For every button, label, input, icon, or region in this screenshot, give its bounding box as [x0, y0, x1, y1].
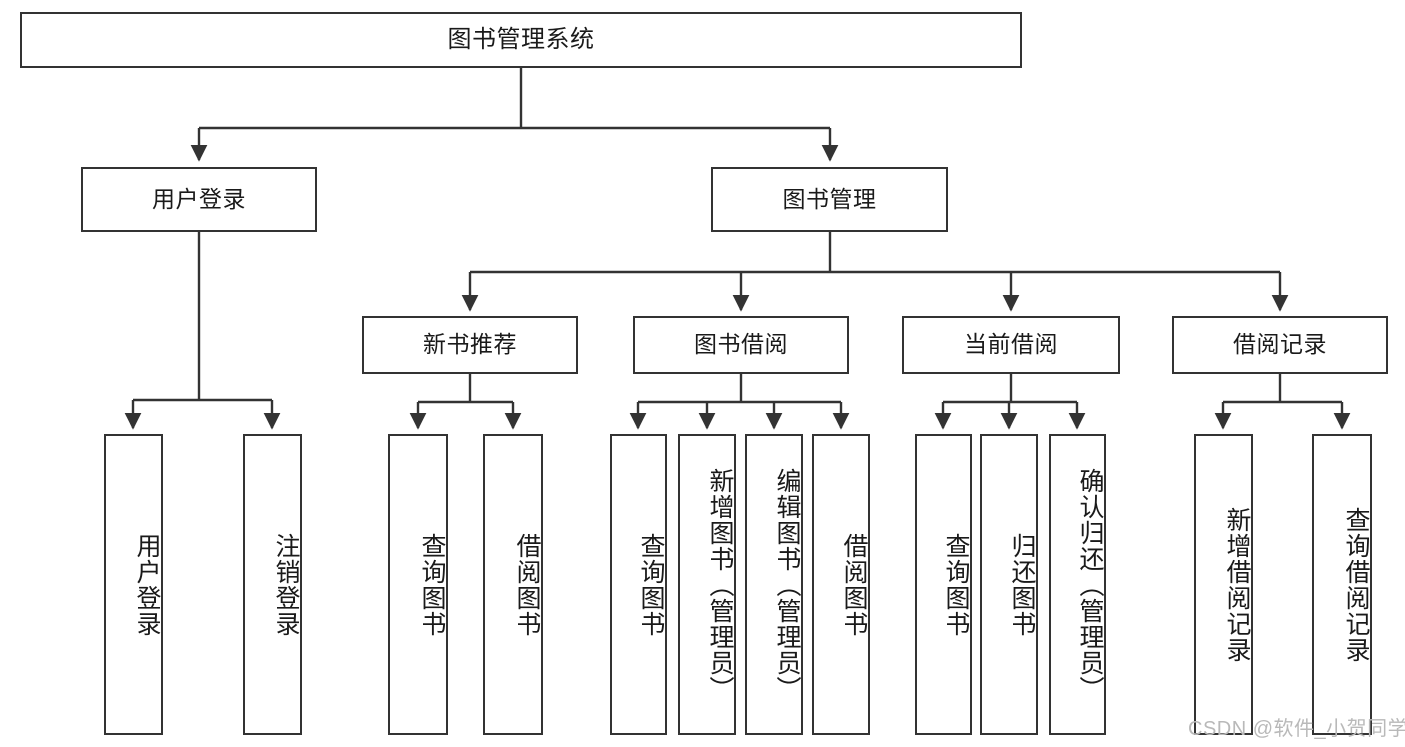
leaf-record-query-record[interactable]: 查询借阅记录: [1312, 434, 1372, 735]
node-label: 当前借阅: [964, 331, 1058, 358]
node-label: 图书借阅: [694, 331, 788, 358]
node-label: 查询图书: [942, 532, 970, 637]
leaf-borrow-borrow-book[interactable]: 借阅图书: [812, 434, 870, 735]
node-user-login[interactable]: 用户登录: [81, 167, 317, 232]
node-label: 借阅图书: [840, 532, 868, 637]
leaf-borrow-query-book[interactable]: 查询图书: [610, 434, 667, 735]
node-label: 注销登录: [272, 532, 300, 637]
node-label: 图书管理: [782, 185, 877, 212]
node-label: 归还图书: [1008, 532, 1036, 637]
leaf-user-login-logout[interactable]: 注销登录: [243, 434, 302, 735]
node-label: 查询图书: [418, 532, 446, 637]
node-book-management[interactable]: 图书管理: [711, 167, 948, 232]
node-label: 借阅记录: [1233, 331, 1327, 358]
node-label: 确认归还（管理员）: [1076, 467, 1104, 702]
leaf-record-add-record[interactable]: 新增借阅记录: [1194, 434, 1253, 735]
node-label: 查询借阅记录: [1342, 506, 1370, 663]
node-label: 借阅图书: [513, 532, 541, 637]
leaf-current-query-book[interactable]: 查询图书: [915, 434, 972, 735]
leaf-borrow-edit-book-admin[interactable]: 编辑图书（管理员）: [745, 434, 803, 735]
leaf-borrow-add-book-admin[interactable]: 新增图书（管理员）: [678, 434, 736, 735]
watermark: CSDN @软件_小贺同学: [1188, 718, 1405, 740]
node-label: 编辑图书（管理员）: [773, 467, 801, 702]
node-borrow-record[interactable]: 借阅记录: [1172, 316, 1388, 374]
leaf-user-login-login[interactable]: 用户登录: [104, 434, 163, 735]
node-label: 用户登录: [133, 532, 161, 637]
node-label: 新书推荐: [423, 331, 517, 358]
node-label: 用户登录: [152, 185, 246, 212]
node-root-system[interactable]: 图书管理系统: [20, 12, 1022, 68]
leaf-current-return-book[interactable]: 归还图书: [980, 434, 1038, 735]
node-label: 新增借阅记录: [1223, 506, 1251, 663]
node-label: 新增图书（管理员）: [706, 467, 734, 702]
leaf-current-confirm-return-admin[interactable]: 确认归还（管理员）: [1049, 434, 1106, 735]
node-label: 图书管理系统: [447, 25, 595, 53]
node-label: 查询图书: [637, 532, 665, 637]
leaf-recommend-query-book[interactable]: 查询图书: [388, 434, 448, 735]
leaf-recommend-borrow-book[interactable]: 借阅图书: [483, 434, 543, 735]
node-new-book-recommend[interactable]: 新书推荐: [362, 316, 578, 374]
node-book-borrow[interactable]: 图书借阅: [633, 316, 849, 374]
node-current-borrow[interactable]: 当前借阅: [902, 316, 1120, 374]
